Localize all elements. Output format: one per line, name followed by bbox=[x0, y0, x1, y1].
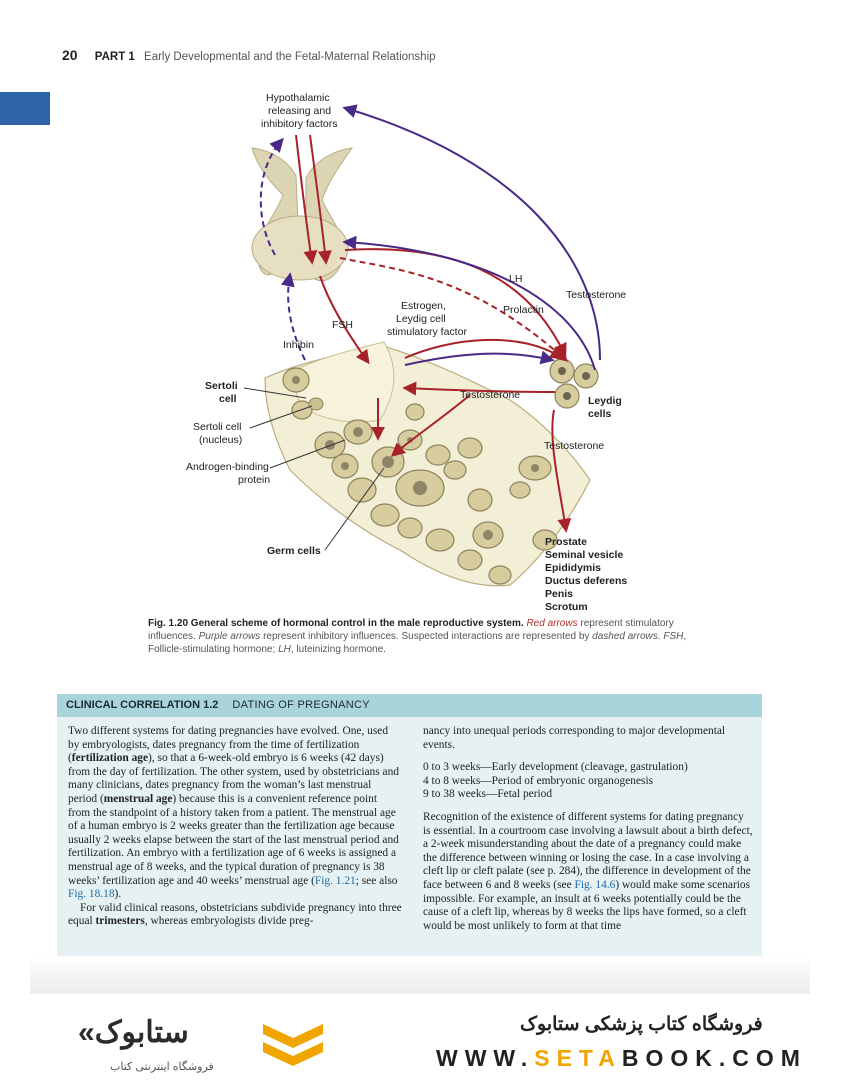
label-leydig-2: cells bbox=[588, 408, 612, 420]
label-leydig-1: Leydig bbox=[588, 395, 622, 407]
label-inhibin: Inhibin bbox=[283, 339, 314, 351]
setabook-logo-subtitle: فروشگاه اینترنتی کتاب bbox=[110, 1061, 214, 1073]
caption-label: Fig. 1.20 bbox=[148, 618, 189, 629]
box-right-paragraph-2: Recognition of the existence of differen… bbox=[423, 810, 753, 932]
label-abp-2: protein bbox=[238, 474, 270, 486]
caption-text-2: represent inhibitory influences. Suspect… bbox=[260, 631, 593, 642]
caption-red-arrows: Red arrows bbox=[526, 618, 578, 629]
label-target-seminal-vesicle: Seminal vesicle bbox=[545, 549, 623, 561]
sertoli-nucleus bbox=[308, 397, 324, 411]
label-lh: LH bbox=[509, 273, 522, 285]
link-fig-18-18[interactable]: Fig. 18.18 bbox=[68, 888, 115, 901]
label-target-scrotum: Scrotum bbox=[545, 601, 588, 613]
running-header: 20 PART 1 Early Developmental and the Fe… bbox=[62, 47, 436, 63]
caption-text-1: represent stimulatory influences. bbox=[148, 618, 674, 642]
clinical-correlation-box: CLINICAL CORRELATION 1.2 DATING OF PREGNA… bbox=[57, 694, 762, 956]
label-estrogen-1: Estrogen, bbox=[401, 300, 446, 312]
label-testosterone-low: Testosterone bbox=[544, 440, 604, 452]
label-testosterone-mid: Testosterone bbox=[460, 389, 520, 401]
label-sertoli-nucleus-1: Sertoli cell bbox=[193, 421, 241, 433]
chapter-title: Early Developmental and the Fetal-Matern… bbox=[144, 51, 436, 63]
page-shadow bbox=[30, 956, 810, 994]
box-left-column: Two different systems for dating pregnan… bbox=[68, 725, 402, 929]
label-hypothalamic-2: releasing and bbox=[268, 105, 331, 117]
label-sertoli-2: cell bbox=[219, 393, 237, 405]
label-target-ductus-deferens: Ductus deferens bbox=[545, 575, 627, 587]
germ-cell-nuclei bbox=[292, 376, 539, 540]
box-right-paragraph-1: nancy into unequal periods corresponding… bbox=[423, 725, 726, 751]
caption-purple-arrows: Purple arrows bbox=[198, 631, 261, 642]
period-item-1: 0 to 3 weeks—Early development (cleavage… bbox=[423, 761, 688, 774]
period-item-2: 4 to 8 weeks—Period of embryonic organog… bbox=[423, 774, 654, 787]
caption-fsh: FSH bbox=[663, 631, 684, 642]
watermark-footer bbox=[0, 994, 844, 1080]
box-left-paragraph-2: For valid clinical reasons, obstetrician… bbox=[68, 901, 402, 928]
term-trimesters: trimesters bbox=[95, 915, 145, 928]
setabook-logo: «ستابوک bbox=[78, 1016, 189, 1049]
label-sertoli-1: Sertoli bbox=[205, 380, 238, 392]
caption-lh: LH bbox=[278, 644, 291, 655]
setabook-chevron-icon bbox=[263, 1024, 323, 1066]
label-target-prostate: Prostate bbox=[545, 536, 587, 548]
clinical-correlation-header: CLINICAL CORRELATION 1.2 DATING OF PREGNA… bbox=[57, 694, 762, 717]
link-fig-1-21[interactable]: Fig. 1.21 bbox=[314, 874, 356, 887]
link-fig-14-6[interactable]: Fig. 14.6 bbox=[574, 878, 616, 891]
figure-caption: Fig. 1.20 General scheme of hormonal con… bbox=[148, 617, 688, 656]
box-left-paragraph-1: Two different systems for dating pregnan… bbox=[68, 725, 399, 901]
label-prolactin: Prolactin bbox=[503, 304, 544, 316]
section-tab-marker bbox=[0, 92, 50, 125]
inhibitory-arrows bbox=[259, 104, 601, 371]
label-fsh: FSH bbox=[332, 319, 353, 331]
caption-text-5: , luteinizing hormone. bbox=[290, 644, 386, 655]
label-abp-1: Androgen-binding bbox=[186, 461, 269, 473]
clinical-correlation-label: CLINICAL CORRELATION 1.2 bbox=[66, 699, 219, 711]
label-hypothalamic-1: Hypothalamic bbox=[266, 92, 330, 104]
caption-text-4: , Follicle-stimulating hormone; bbox=[148, 631, 687, 655]
shop-name: فروشگاه کتاب پزشکی ستابوک bbox=[520, 1014, 763, 1035]
pituitary-gland bbox=[251, 215, 349, 281]
part-label: PART 1 bbox=[94, 51, 135, 63]
label-target-epididymis: Epididymis bbox=[545, 562, 601, 574]
leader-lines bbox=[243, 387, 385, 551]
term-menstrual-age: menstrual age bbox=[103, 792, 173, 805]
label-estrogen-3: stimulatory factor bbox=[387, 326, 467, 338]
label-hypothalamic-3: inhibitory factors bbox=[261, 118, 337, 130]
box-right-column: nancy into unequal periods corresponding… bbox=[423, 725, 753, 933]
page-number: 20 bbox=[62, 47, 78, 63]
clinical-correlation-title: DATING OF PREGNANCY bbox=[232, 699, 370, 711]
shop-url: WWW.SETABOOK.COM bbox=[436, 1045, 807, 1071]
label-germ-cells: Germ cells bbox=[267, 545, 321, 557]
label-target-penis: Penis bbox=[545, 588, 573, 600]
caption-text-3: . bbox=[657, 631, 664, 642]
period-item-3: 9 to 38 weeks—Fetal period bbox=[423, 788, 553, 801]
label-testosterone-top: Testosterone bbox=[566, 289, 626, 301]
caption-dashed-arrows: dashed arrows bbox=[592, 631, 658, 642]
term-fertilization-age: fertilization age bbox=[71, 752, 149, 765]
label-estrogen-2: Leydig cell bbox=[396, 313, 446, 325]
label-sertoli-nucleus-2: (nucleus) bbox=[199, 434, 242, 446]
hormonal-control-figure: Hypothalamic releasing and inhibitory fa… bbox=[186, 92, 627, 613]
germ-cell-cluster bbox=[282, 367, 558, 585]
caption-title: General scheme of hormonal control in th… bbox=[190, 618, 524, 629]
